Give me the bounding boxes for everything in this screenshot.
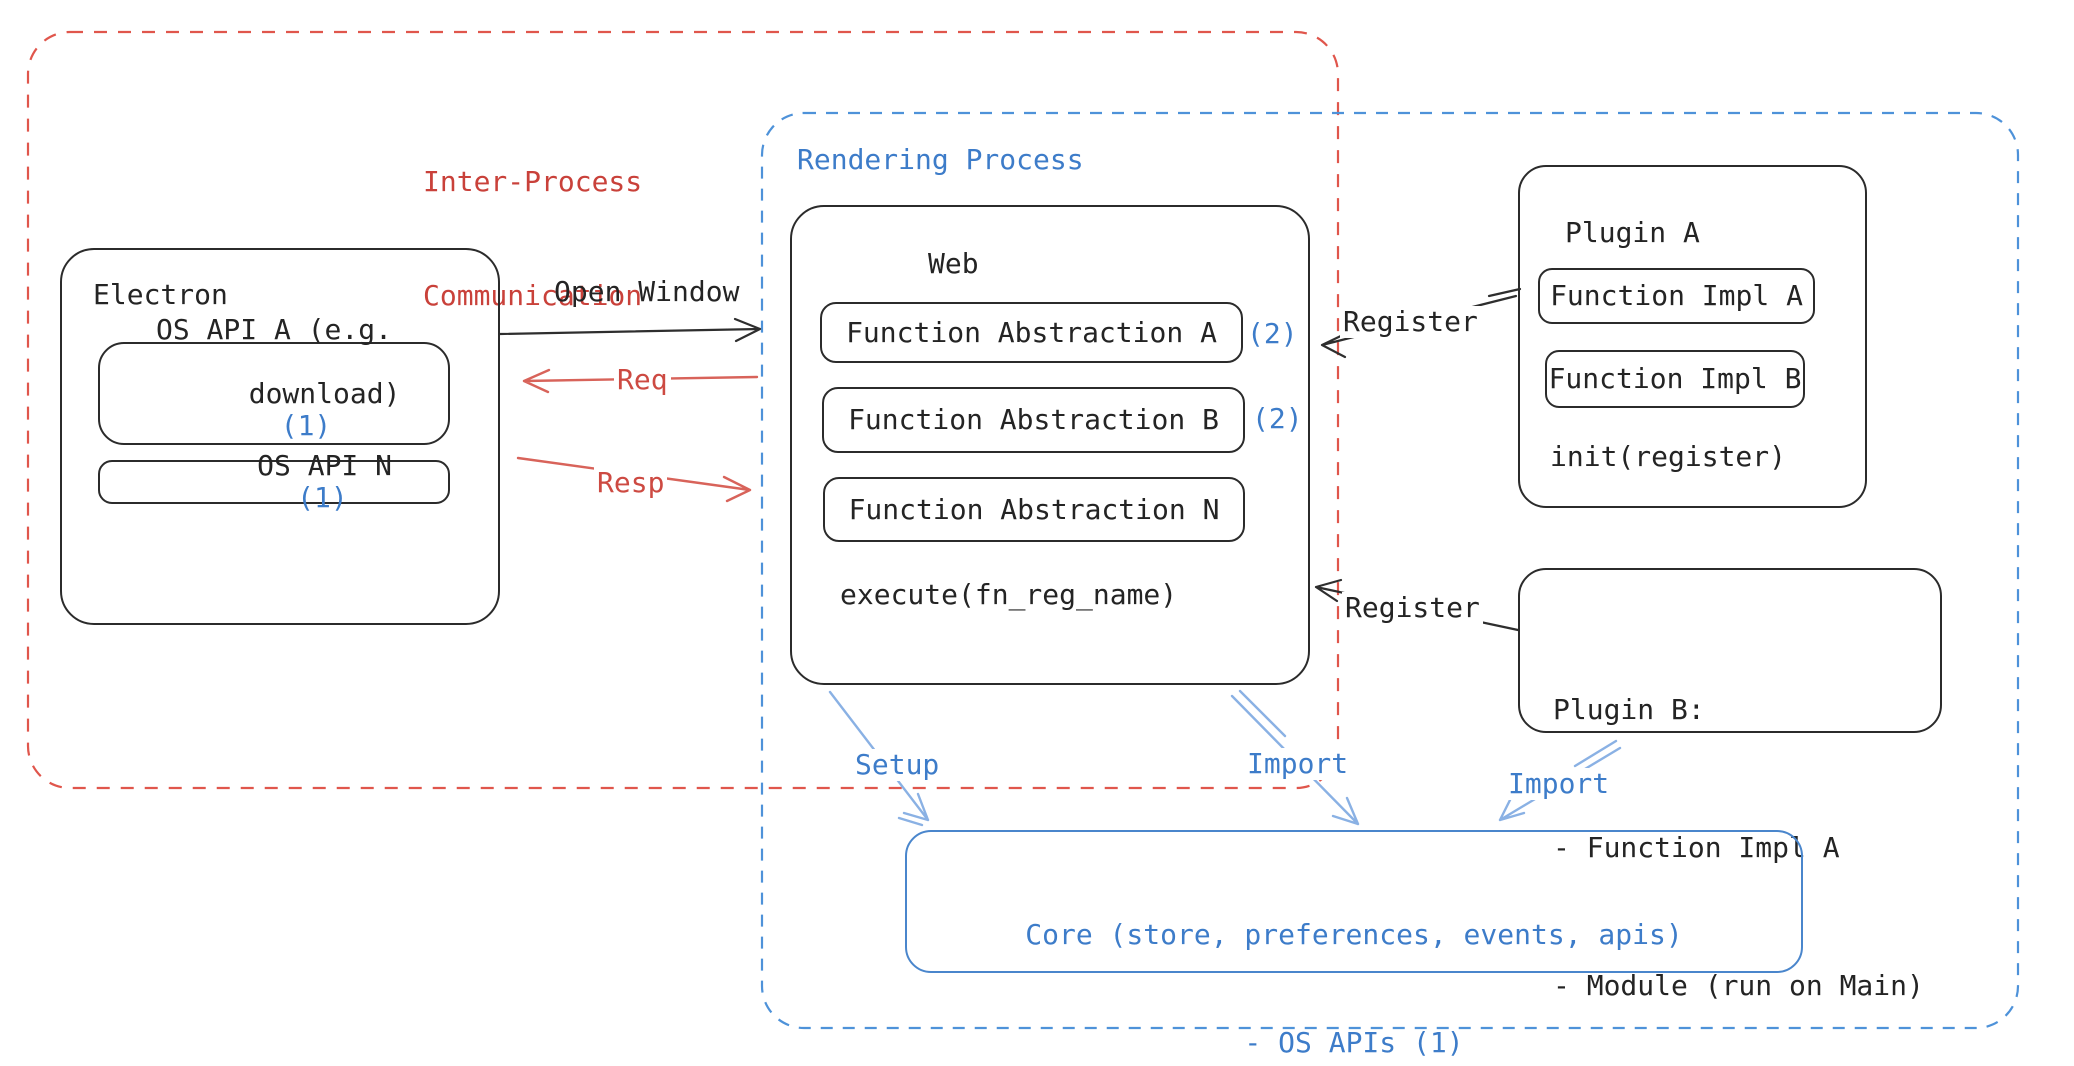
function-impl-a-label: Function Impl A bbox=[1550, 279, 1803, 312]
os-api-n-label: OS API N bbox=[257, 449, 392, 482]
init-register-label: init(register) bbox=[1550, 440, 1787, 473]
web-box bbox=[790, 205, 1310, 685]
function-abstraction-n-label: Function Abstraction N bbox=[848, 492, 1220, 526]
electron-box bbox=[60, 248, 500, 625]
os-api-a-badge: (1) bbox=[280, 408, 332, 442]
function-impl-a-box: Function Impl A bbox=[1538, 268, 1815, 324]
core-box bbox=[905, 830, 1803, 973]
register-b-label: Register bbox=[1342, 592, 1483, 624]
function-abstraction-a-label: Function Abstraction A bbox=[846, 315, 1217, 349]
os-api-n-box: OS API N (1) bbox=[98, 450, 450, 514]
core-item-os-apis: - OS APIs (1) bbox=[1244, 1026, 1464, 1059]
open-window-label: Open Window bbox=[554, 275, 740, 308]
plugin-a-box bbox=[1518, 165, 1867, 508]
os-api-a-line1: OS API A (e.g. bbox=[155, 312, 392, 346]
core-title: Core (store, preferences, events, apis) bbox=[1025, 918, 1683, 951]
open-window-arrow bbox=[498, 317, 762, 343]
function-abstraction-b-box: Function Abstraction B bbox=[822, 387, 1245, 453]
resp-label: Resp bbox=[594, 467, 668, 499]
os-api-a-line2: download) bbox=[248, 376, 401, 410]
os-api-n-badge: (1) bbox=[297, 481, 348, 514]
core-text: Core (store, preferences, events, apis) … bbox=[905, 845, 1803, 1066]
plugin-b-box bbox=[1518, 568, 1942, 733]
function-impl-b-label: Function Impl B bbox=[1548, 362, 1802, 395]
function-impl-b-box: Function Impl B bbox=[1545, 350, 1805, 408]
import-web-label: Import bbox=[1244, 748, 1352, 780]
function-abstraction-a-badge: (2) bbox=[1247, 317, 1298, 350]
electron-title: Electron bbox=[93, 278, 228, 311]
req-label: Req bbox=[614, 364, 671, 396]
import-plugin-label: Import bbox=[1505, 768, 1613, 800]
plugin-b-text: Plugin B: - Function Impl A - Module (ru… bbox=[1553, 595, 1924, 1066]
function-abstraction-a-box: Function Abstraction A bbox=[820, 302, 1243, 363]
function-abstraction-b-label: Function Abstraction B bbox=[848, 403, 1219, 436]
function-abstraction-b-badge: (2) bbox=[1252, 402, 1303, 435]
execute-label: execute(fn_reg_name) bbox=[840, 578, 1178, 611]
register-a-label: Register bbox=[1340, 306, 1481, 338]
function-abstraction-n-box: Function Abstraction N bbox=[823, 477, 1245, 542]
os-api-a-box: OS API A (e.g. download) (1) bbox=[98, 313, 450, 445]
plugin-b-title: Plugin B: bbox=[1553, 693, 1705, 726]
ipc-region-label: Inter-Process Communication bbox=[423, 165, 643, 312]
ipc-region-outline bbox=[26, 30, 1340, 790]
web-title: Web bbox=[928, 247, 979, 280]
rendering-region-label: Rendering Process bbox=[797, 143, 1084, 176]
plugin-b-item-module: - Module (run on Main) bbox=[1553, 969, 1924, 1002]
setup-label: Setup bbox=[852, 749, 943, 781]
rendering-region-outline bbox=[760, 111, 2020, 1030]
plugin-a-title: Plugin A bbox=[1565, 216, 1700, 249]
